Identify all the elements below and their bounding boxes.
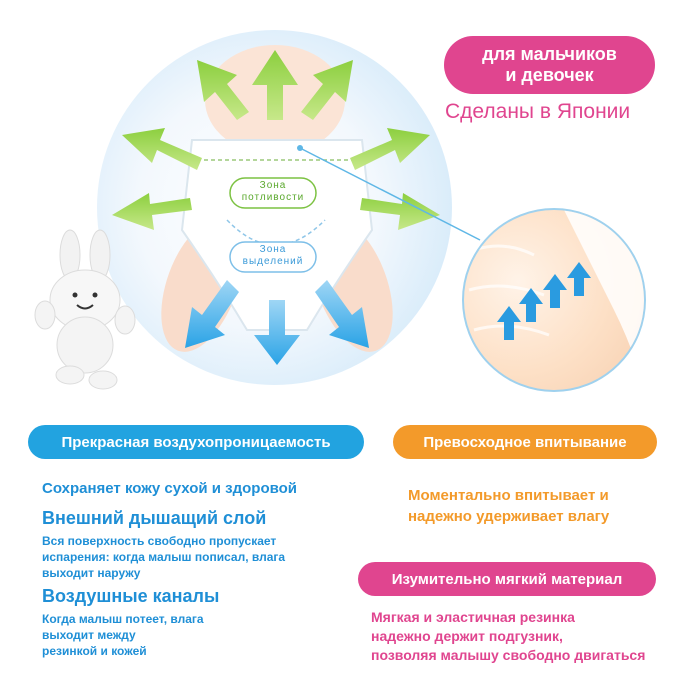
excretion-zone-line-2: выделений [242,256,304,267]
air-channels-title: Воздушные каналы [42,586,220,606]
outer-layer-text: Вся поверхность свободно пропускает испа… [42,533,285,581]
gender-badge: для мальчиков и девочек [444,36,655,94]
outer-layer-title: Внешний дышащий слой [42,508,267,528]
green-arrows [112,50,440,230]
made-in-japan-label: Сделаны в Японии [445,100,631,123]
outer-layer-line-1: Вся поверхность свободно пропускает [42,534,277,548]
absorption-line-1: Моментально впитывает и [408,487,609,504]
outer-layer-line-3: выходит наружу [42,566,141,580]
absorption-line-2: надежно удерживает влагу [408,508,610,525]
blue-arrows [185,280,369,365]
absorption-text: Моментально впитывает и надежно удержива… [408,485,678,527]
diaper-illustration: Зона потливости Зона выделений [97,30,452,385]
badge-line-2: и девочек [505,65,594,85]
excretion-zone-line-1: Зона [259,244,287,255]
air-channels-text: Когда малыш потеет, влага выходит между … [42,611,204,659]
badge-line-1: для мальчиков [482,44,617,64]
material-zoom-circle [462,208,646,392]
softness-line-3: позволяя малышу свободно двигаться [371,647,646,663]
breathability-heading: Прекрасная воздухопроницаемость [28,425,364,459]
absorption-heading: Превосходное впитывание [393,425,657,459]
material-zoom-graphic [468,210,644,390]
sweat-zone-line-2: потливости [241,192,305,203]
zoom-connector-line [297,145,481,241]
outer-layer-line-2: испарения: когда малыш пописал, влага [42,550,286,564]
air-channels-line-1: Когда малыш потеет, влага [42,612,204,626]
breathability-subtitle: Сохраняет кожу сухой и здоровой [42,480,298,497]
sweat-zone-line-1: Зона [259,180,287,191]
softness-heading: Изумительно мягкий материал [358,562,656,596]
softness-text: Мягкая и эластичная резинка надежно держ… [371,608,681,665]
air-channels-line-2: выходит между [42,628,136,642]
softness-line-2: надежно держит подгузник, [371,628,563,644]
softness-line-1: Мягкая и эластичная резинка [371,609,575,625]
diaper-illustration-graphic [112,45,440,365]
excretion-zone-label: Зона выделений [230,244,316,268]
bunny-mascot [34,229,136,390]
sweat-zone-label: Зона потливости [230,180,316,204]
air-channels-line-3: резинкой и кожей [42,644,147,658]
